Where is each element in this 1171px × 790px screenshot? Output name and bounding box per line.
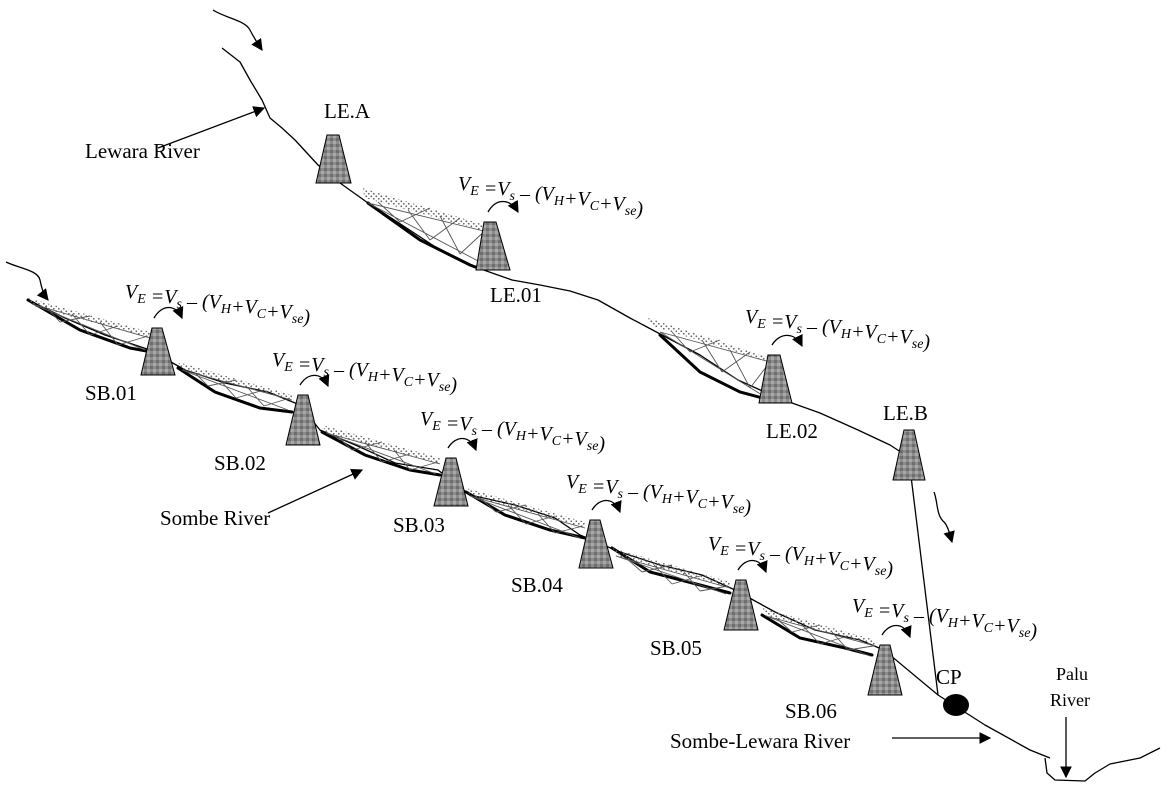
lewara-label-pointer [157,106,266,149]
equation-le-02: VE =Vs – (VH+VC+Vse) [745,306,930,353]
sediment-deposit-sb04 [466,488,586,539]
control-point-label: CP [936,665,962,689]
sombe-lewara-river-label: Sombe-Lewara River [670,729,850,753]
dam-sb-03 [433,457,469,507]
control-point-marker [943,694,969,716]
equation-sb-03: VE =Vs – (VH+VC+Vse) [420,408,605,455]
equation-sb-04: VE =Vs – (VH+VC+Vse) [566,471,751,518]
dam-label-sb-04: SB.04 [511,573,563,597]
equation-sb-05: VE =Vs – (VH+VC+Vse) [708,533,893,580]
dam-label-sb-03: SB.03 [393,513,445,537]
equation-sb-06: VE =Vs – (VH+VC+Vse) [852,595,1037,642]
dam-sb-01 [140,327,176,376]
dam-sb-02 [285,394,321,446]
lewara-river-label: Lewara River [85,139,200,163]
equation-le-01: VE =Vs – (VH+VC+Vse) [458,173,643,220]
equation-sb-01: VE =Vs – (VH+VC+Vse) [125,281,310,328]
sediment-deposit-sb06 [762,608,876,657]
palu-river-label-line2: River [1050,690,1090,710]
sombe-label-pointer [267,469,364,514]
lewara-outflow-arrow [933,491,955,544]
dam-le-b [892,429,926,481]
dam-label-sb-01: SB.01 [85,381,137,405]
dam-le-a [315,134,352,184]
sombe-river-label: Sombe River [160,506,270,530]
sediment-deposit-sb02 [178,362,293,411]
sediment-deposit-le01 [362,188,489,263]
sediment-deposit-le02 [648,318,771,396]
dam-label-le-a: LE.A [324,99,371,123]
dam-sb-05 [723,579,759,631]
dam-label-sb-02: SB.02 [214,451,266,475]
palu-river-channel [1044,747,1161,782]
dam-label-le-b: LE.B [883,401,928,425]
sediment-deposit-sb05 [612,548,731,595]
dam-label-le-02: LE.02 [766,419,818,443]
dam-sb-06 [867,644,903,696]
sombe-inflow-arrow [5,261,49,301]
sediment-deposit-sb03 [322,425,441,475]
dam-le-02 [758,354,793,404]
dam-label-le-01: LE.01 [490,283,542,307]
dam-label-sb-06: SB.06 [785,699,837,723]
sediment-deposit-sb01 [28,298,151,351]
lewara-inflow-arrow [212,9,263,51]
dam-le-01 [475,221,511,271]
dam-label-sb-05: SB.05 [650,636,702,660]
dam-sb-04 [578,519,614,569]
equation-sb-02: VE =Vs – (VH+VC+Vse) [272,349,457,396]
palu-river-label-line1: Palu [1056,664,1088,684]
lewara-lower-channel [909,467,939,696]
